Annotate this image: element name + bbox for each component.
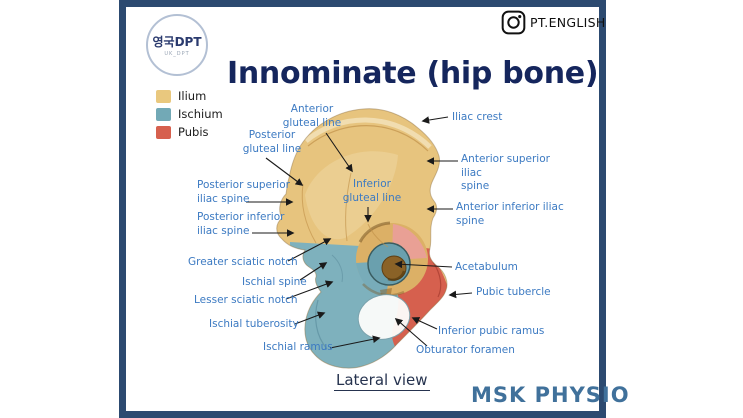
label-inferior-pubic-ramus: Inferior pubic ramus xyxy=(438,325,545,337)
logo-circle: 영국DPT UK_DPT xyxy=(146,14,208,76)
logo-subtext: UK_DPT xyxy=(164,51,190,57)
label-acetabulum: Acetabulum xyxy=(455,261,518,273)
lateral-view-label: Lateral view xyxy=(334,371,430,391)
label-pubic-tubercle: Pubic tubercle xyxy=(476,286,551,298)
legend-item-ischium: Ischium xyxy=(156,107,223,121)
logo-text: 영국DPT xyxy=(152,35,202,49)
label-lesser-sciatic-notch: Lesser sciatic notch xyxy=(194,294,298,306)
instagram-badge: PT.ENGLISH xyxy=(501,10,606,35)
label-inferior-gluteal-line: Inferior gluteal line xyxy=(342,178,402,204)
label-anterior-gluteal-line: Anterior gluteal line xyxy=(282,103,342,129)
page-title: Innominate (hip bone) xyxy=(227,56,599,91)
legend-label-pubis: Pubis xyxy=(178,125,209,139)
legend-item-pubis: Pubis xyxy=(156,125,223,139)
legend-label-ischium: Ischium xyxy=(178,107,223,121)
label-posterior-gluteal-line: Posterior gluteal line xyxy=(242,129,302,155)
ilium-color-swatch xyxy=(156,89,171,103)
label-ischial-ramus: Ischial ramus xyxy=(263,341,333,353)
obturator-foramen-hole xyxy=(357,294,411,340)
label-ischial-tuberosity: Ischial tuberosity xyxy=(209,318,299,330)
label-obturator-foramen: Obturator foramen xyxy=(416,344,515,356)
brand-watermark: MSK PHYSIO xyxy=(471,383,630,407)
bone-outline xyxy=(276,108,448,369)
label-anterior-superior-iliac-spine: Anterior superior iliac spine xyxy=(461,153,550,193)
label-posterior-inferior-iliac-spine: Posterior inferior iliac spine xyxy=(197,211,285,237)
instagram-icon xyxy=(501,10,526,35)
instagram-handle: PT.ENGLISH xyxy=(530,15,606,30)
label-posterior-superior-iliac-spine: Posterior superior iliac spine xyxy=(197,179,290,205)
pubis-color-swatch xyxy=(156,125,171,139)
label-iliac-crest: Iliac crest xyxy=(452,111,503,123)
legend-label-ilium: Ilium xyxy=(178,89,207,103)
legend: Ilium Ischium Pubis xyxy=(156,89,223,139)
label-arrows xyxy=(246,116,473,349)
label-anterior-inferior-iliac-spine: Anterior inferior iliac spine xyxy=(456,201,564,227)
ischium-color-swatch xyxy=(156,107,171,121)
label-greater-sciatic-notch: Greater sciatic notch xyxy=(188,256,298,268)
label-ischial-spine: Ischial spine xyxy=(242,276,307,288)
legend-item-ilium: Ilium xyxy=(156,89,223,103)
